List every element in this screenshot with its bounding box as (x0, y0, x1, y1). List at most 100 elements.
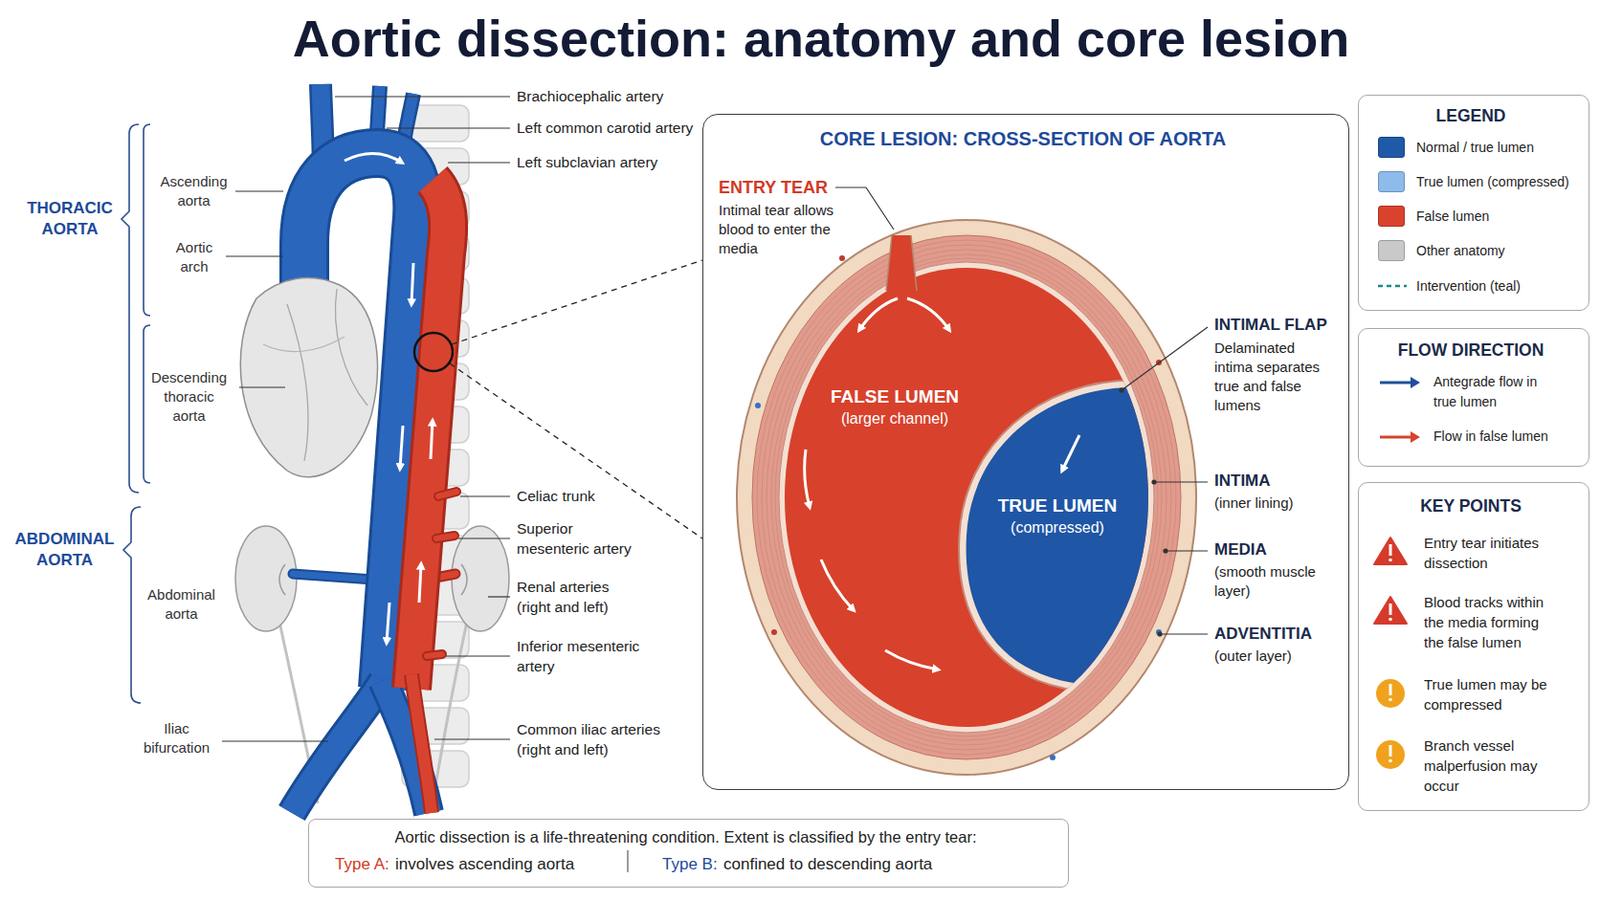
visceral-branch (438, 491, 457, 497)
legend-item: Normal / true lumen (1377, 136, 1579, 160)
visceral-branch (436, 535, 455, 539)
legend-swatch (1377, 171, 1405, 193)
legend-item: Intervention (teal) (1377, 275, 1579, 299)
legend-text: Other anatomy (1416, 242, 1579, 261)
warning-icon (1389, 603, 1393, 616)
aorta-cross-section (1049, 755, 1056, 761)
caption-box: Aortic dissection is a life-threatening … (308, 819, 1069, 889)
warning-icon (1389, 684, 1393, 696)
aorta-cross-section (966, 387, 1206, 685)
region-label: ABDOMINAL AORTA (9, 529, 120, 572)
aorta-cross-section (804, 298, 1080, 670)
leader-line (835, 187, 894, 230)
caption-text: involves ascending aorta (395, 855, 575, 875)
aorta-cross-section (755, 402, 1162, 761)
key-point: Entry tear initiates dissection (1423, 533, 1558, 574)
callout-heading: ENTRY TEAR (718, 177, 828, 199)
leader-dot (1151, 479, 1156, 485)
heart (240, 277, 378, 477)
part-label: Abdominal aorta (140, 585, 223, 624)
key-point: Blood tracks within the media forming th… (1423, 592, 1558, 653)
leader-line (1159, 633, 1208, 635)
flow-arrow (344, 153, 402, 163)
callout-text: Delaminated intima separates true and fa… (1214, 338, 1332, 416)
aorta-cross-section (907, 298, 950, 331)
legend-sample (1377, 372, 1424, 394)
vessel-label: Superior mesenteric artery (516, 518, 642, 559)
legend-item: False lumen (1377, 205, 1579, 229)
aorta-cross-section (771, 629, 778, 636)
leader-line (1121, 327, 1208, 391)
aorta-cross-section (1062, 435, 1080, 471)
visceral-branch (426, 491, 457, 657)
aorta-cross-section (821, 559, 854, 611)
bracket (143, 124, 151, 316)
legend-line-sample (1377, 285, 1407, 289)
callout-heading: MEDIA (1214, 540, 1267, 560)
flow-arrow (430, 421, 433, 460)
bracket (123, 507, 141, 704)
lumen-label: TRUE LUMEN (985, 495, 1130, 517)
callout-heading: INTIMAL FLAP (1214, 315, 1328, 335)
key-points-box: KEY POINTSEntry tear initiates dissectio… (1357, 482, 1590, 812)
zoom-callout (449, 363, 703, 539)
visceral-branch (426, 654, 443, 657)
leader-line (222, 96, 511, 742)
region-label: THORACIC AORTA (17, 198, 123, 241)
kidney (451, 526, 510, 632)
callout-text: (smooth muscle layer) (1214, 562, 1320, 601)
legend-sample (1377, 426, 1424, 448)
legend-item: Flow in false lumen (1377, 426, 1578, 450)
bracket (143, 325, 151, 484)
leader-dot (1162, 548, 1168, 554)
legend-swatch (1377, 205, 1405, 227)
ureter (432, 622, 467, 804)
leader-line (1165, 550, 1208, 552)
warning-icon (1374, 597, 1407, 624)
aorta (291, 681, 383, 814)
vessel-label: Celiac trunk (516, 486, 680, 507)
kidney (461, 564, 467, 596)
aorta-cross-section (966, 387, 1206, 685)
vessel-label: Brachiocephalic artery (516, 86, 699, 107)
leader-line (222, 740, 329, 742)
legend-swatch (1377, 240, 1405, 262)
leader-line (447, 161, 511, 163)
vessel-label: Left subclavian artery (516, 152, 699, 173)
caption-text: Aortic dissection is a life-threatening … (309, 828, 1063, 847)
type-label: Type A: (334, 855, 390, 875)
false-lumen (411, 179, 448, 689)
lumen-label: FALSE LUMEN (808, 386, 981, 408)
flow-arrow (411, 263, 414, 305)
callout-text: (inner lining) (1214, 493, 1337, 513)
heart (287, 304, 309, 462)
part-label: Descending thoracic aorta (148, 368, 230, 426)
aorta-cross-section (804, 449, 810, 508)
legend-arrow-sample (1410, 377, 1421, 389)
legend-text: Flow in false lumen (1433, 426, 1578, 447)
key-point: Branch vessel malperfusion may occur (1423, 735, 1558, 797)
legend-arrow-sample (1410, 431, 1421, 444)
aorta-cross-section (885, 650, 938, 670)
bracket (121, 124, 151, 704)
aorta-cross-section (966, 387, 1206, 685)
type-label: Type B: (662, 855, 718, 875)
aorta-cross-section (839, 255, 845, 262)
legend-arrow-sample (1379, 381, 1413, 385)
warning-icon (1376, 740, 1405, 770)
bracket (121, 124, 139, 493)
aorta-cross-section (886, 235, 917, 291)
warning-icon (1374, 537, 1407, 565)
false-lumen (411, 179, 448, 689)
part-label: Aortic arch (165, 238, 223, 277)
lumen-note: (larger channel) (808, 410, 981, 428)
leader-line (458, 537, 511, 539)
aorta-cross-section (886, 235, 917, 291)
box-heading: FLOW DIRECTION (1358, 340, 1583, 361)
leader-line (445, 655, 511, 657)
leader-line (434, 738, 511, 740)
flow-arrow (344, 153, 433, 644)
legend-arrow-sample (1379, 436, 1413, 440)
kidney (279, 564, 286, 596)
